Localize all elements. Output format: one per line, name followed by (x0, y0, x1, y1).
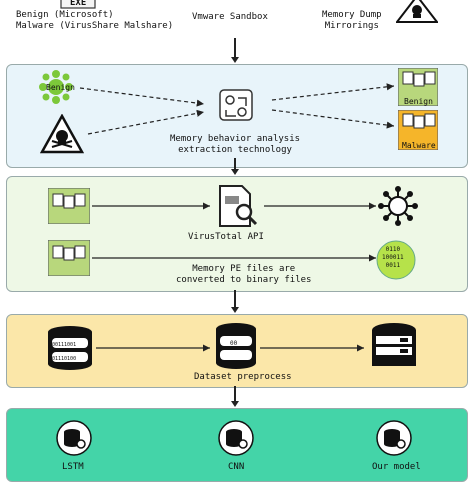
input-files-box-2 (48, 240, 90, 276)
stage3-arrows (96, 344, 364, 352)
exe-badge: EXE (70, 0, 86, 8)
our-model-label: Our model (372, 462, 421, 472)
arrow-stage3-to-stage4 (231, 386, 239, 407)
lstm-label: LSTM (62, 462, 84, 472)
database-icon-2 (214, 322, 258, 370)
benign-output-label: Benign (404, 97, 433, 106)
analysis-process-icon (214, 88, 258, 126)
arrow-top-to-stage1 (231, 38, 239, 63)
benign-virus-icon (38, 70, 74, 104)
binary-text: 0110 100011 0011 (382, 246, 404, 269)
database-icon-1 (46, 324, 94, 372)
server-stack-icon (370, 322, 418, 368)
memory-dump-label: Memory Dump Mirrorings (322, 10, 382, 31)
stage2-arrows (92, 202, 376, 262)
input-files-box-1 (48, 188, 90, 224)
db1-text-b: 01110100 (52, 356, 77, 362)
benign-malware-label: Benign (Microsoft) Malware (VirusShare M… (16, 10, 174, 31)
db1-text-a: 00111001 (52, 342, 77, 348)
virustotal-api-label: VirusTotal API (188, 232, 264, 242)
cnn-db-icon (218, 420, 254, 456)
lstm-db-icon (56, 420, 92, 456)
benign-input-label: Benign (46, 83, 75, 92)
malware-output-label: Malware (402, 141, 436, 150)
convert-label: Memory PE files are converted to binary … (176, 264, 312, 285)
exe-file-icon: EXE (60, 0, 100, 10)
document-search-icon (216, 184, 260, 230)
cnn-label: CNN (228, 462, 245, 472)
arrow-stage2-to-stage3 (231, 290, 239, 313)
benign-output-box (398, 68, 438, 106)
malware-skull-icon (40, 114, 84, 154)
our-model-db-icon (376, 420, 412, 456)
binary-circle-icon (376, 240, 416, 280)
analysis-label: Memory behavior analysis extraction tech… (170, 134, 301, 155)
preprocess-label: Dataset preprocess (194, 372, 292, 382)
virus-network-icon (378, 186, 418, 226)
arrow-stage1-to-stage2 (231, 158, 239, 175)
db2-text: 00 (230, 340, 238, 347)
stage1-arrows (79, 83, 395, 135)
malware-output-box (398, 110, 438, 150)
sandbox-label: Vmware Sandbox (192, 12, 268, 22)
hazard-skull-icon (396, 0, 438, 24)
